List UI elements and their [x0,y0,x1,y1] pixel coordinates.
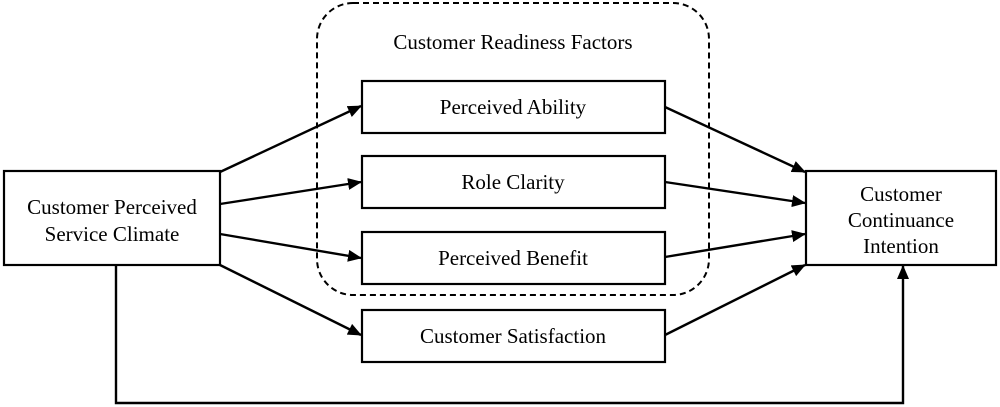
node-continuance-intention-line-1: Customer [860,182,942,206]
node-service-climate-line-1: Customer Perceived [27,195,197,219]
node-service-climate: Customer Perceived Service Climate [2,169,222,267]
edge-climate-to-benefit [219,232,362,262]
node-service-climate-line-2: Service Climate [45,222,180,246]
edge-benefit-to-intention [664,230,806,259]
edge-climate-to-intention [114,265,909,405]
edge-ability-to-intention [664,105,806,174]
edge-clarity-to-intention [664,180,806,208]
node-role-clarity-label: Role Clarity [461,170,565,194]
node-perceived-benefit: Perceived Benefit [360,230,667,286]
edge-climate-to-ability [219,104,362,174]
node-continuance-intention-line-3: Intention [863,234,939,258]
node-perceived-ability: Perceived Ability [360,79,667,135]
node-continuance-intention: Customer Continuance Intention [804,169,998,267]
node-customer-satisfaction: Customer Satisfaction [360,308,667,364]
node-perceived-ability-label: Perceived Ability [440,95,587,119]
readiness-factors-label: Customer Readiness Factors [393,30,632,54]
node-continuance-intention-line-2: Continuance [848,208,954,232]
edge-climate-to-satisfaction [219,263,362,337]
edge-climate-to-clarity [219,178,362,206]
edge-satisfaction-to-intention [664,263,806,337]
readiness-factors-group [316,2,710,296]
node-role-clarity: Role Clarity [360,154,667,210]
node-perceived-benefit-label: Perceived Benefit [438,246,588,270]
node-customer-satisfaction-label: Customer Satisfaction [420,324,607,348]
